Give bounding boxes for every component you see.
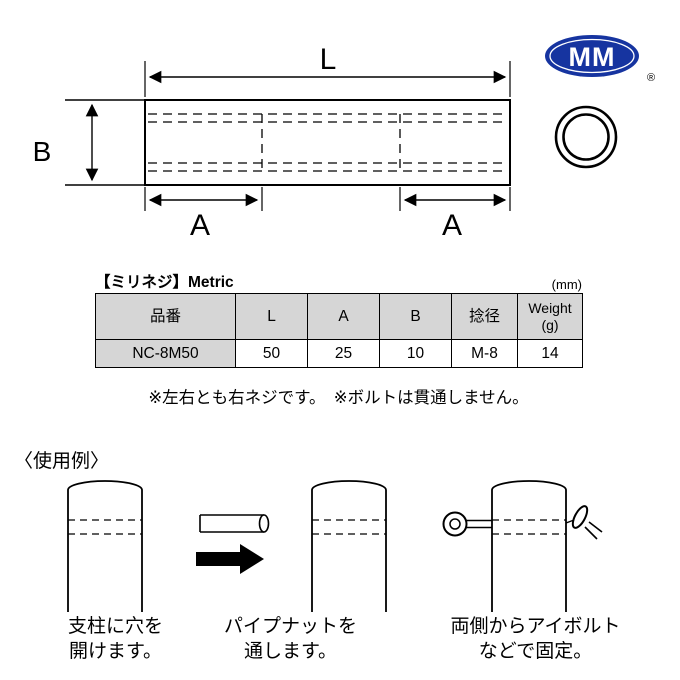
table-unit: (mm)	[551, 277, 582, 292]
table-title-row: 【ミリネジ】Metric (mm)	[95, 270, 582, 292]
col-header-l: L	[235, 293, 308, 340]
col-header-thread: 捻径	[451, 293, 518, 340]
dim-a-left-label: A	[190, 209, 210, 242]
post-with-eyebolts-illustration	[442, 480, 603, 612]
usage-caption-1: 支柱に穴を 開けます。	[67, 616, 163, 663]
post-illustration-1	[67, 480, 143, 612]
cell-part-no: NC-8M50	[95, 339, 236, 368]
notes-text: ※左右とも右ネジです。 ※ボルトは貫通しません。	[148, 389, 529, 407]
l-dimension: L	[144, 43, 511, 97]
usage-section-title: 〈使用例〉	[14, 451, 110, 472]
cell-weight: 14	[517, 339, 583, 368]
eyebolt-left-icon	[442, 511, 492, 537]
spec-table-header-row: 品番 L A B 捻径 Weight (g)	[95, 293, 583, 340]
col-header-weight: Weight (g)	[517, 293, 583, 340]
registered-trademark: ®	[647, 72, 655, 84]
table-title: 【ミリネジ】Metric	[95, 274, 234, 291]
a-dimension-right: A	[399, 187, 511, 242]
usage-caption-3: 両側からアイボルト などで固定。	[450, 616, 621, 663]
usage-caption-2: パイプナットを 通します。	[223, 616, 357, 663]
col-header-b: B	[379, 293, 452, 340]
cell-b: 10	[379, 339, 452, 368]
cell-a: 25	[307, 339, 380, 368]
dim-a-right-label: A	[442, 209, 462, 242]
a-dimension-left: A	[144, 187, 263, 242]
spec-table-data-row: NC-8M50 50 25 10 M-8 14	[95, 339, 583, 368]
cell-thread: M-8	[451, 339, 518, 368]
thread-dashed-lines	[148, 113, 507, 172]
cell-l: 50	[235, 339, 308, 368]
dim-b-label: B	[33, 136, 52, 167]
dim-l-label: L	[320, 43, 337, 76]
b-dimension: B	[33, 103, 99, 182]
arrow-icon	[196, 544, 264, 574]
technical-drawing: L B A	[33, 35, 655, 242]
pipe-end-view	[554, 105, 618, 169]
spec-table: 品番 L A B 捻径 Weight (g) NC-8M50 50 25 10 …	[95, 293, 583, 368]
post-illustration-2	[311, 480, 387, 612]
col-header-part-no: 品番	[95, 293, 236, 340]
mm-logo-text: MM	[569, 42, 616, 72]
eyebolt-right-icon	[565, 505, 603, 540]
usage-illustrations	[67, 480, 603, 612]
pipe-nut-illustration	[199, 514, 270, 533]
mm-logo: MM ®	[545, 35, 655, 84]
pipe-body	[65, 99, 511, 186]
col-header-a: A	[307, 293, 380, 340]
